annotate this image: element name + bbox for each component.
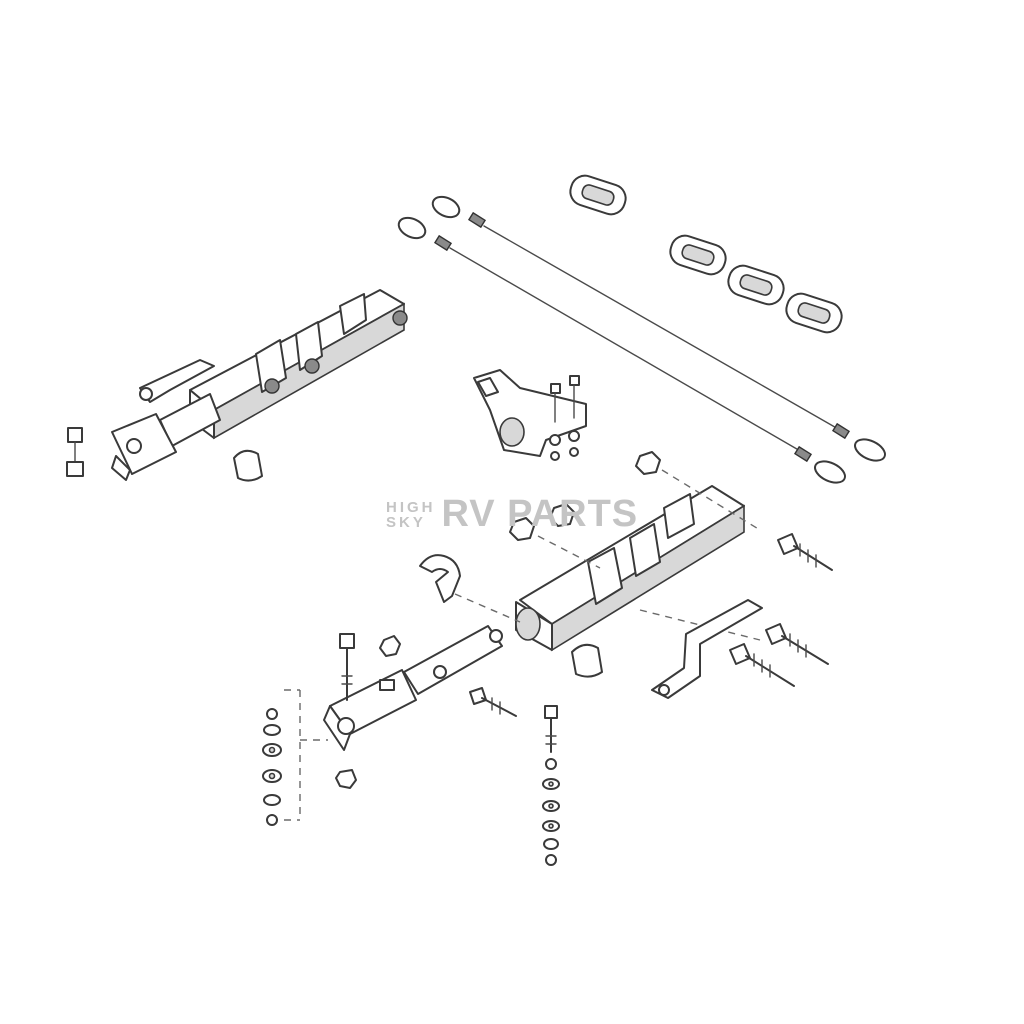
assembly-line-3	[454, 593, 521, 623]
exploded-collar-1	[587, 547, 623, 605]
clevis-slot	[379, 679, 395, 691]
angle-bracket	[651, 599, 763, 699]
long-bolt-1	[777, 533, 833, 571]
knob-2	[304, 358, 320, 374]
assembled-tow-bar	[111, 289, 408, 481]
hex-nuts-top	[509, 451, 661, 541]
assembly-line-1	[661, 469, 761, 531]
cable-loop-top-1	[431, 195, 461, 219]
inner-tube-body	[403, 625, 503, 695]
watermark-small-text: HIGH SKY	[386, 500, 436, 530]
bracket-tab	[477, 377, 499, 397]
long-bolt-2	[765, 623, 829, 665]
cable-wire-2	[449, 247, 803, 453]
hex-nut-2	[549, 503, 575, 527]
cable-loop-bottom-2	[814, 460, 846, 484]
angle-bracket-hole	[658, 684, 670, 696]
cable-loop-bottom-1	[854, 438, 886, 462]
cable-ferrule-top-1	[467, 211, 487, 229]
hardware-stack-left	[262, 689, 328, 826]
clevis-bolt	[66, 427, 84, 477]
arm-hole	[139, 387, 153, 401]
bracket-hole	[499, 417, 525, 447]
bolt-head	[67, 427, 83, 443]
cable-wire-1	[483, 225, 841, 431]
quick-link-2	[669, 234, 727, 276]
clevis-head	[111, 413, 177, 475]
long-bolts	[729, 533, 833, 687]
cable-ferrule-bottom-2	[793, 445, 813, 463]
cable-ferrule-bottom-1	[831, 422, 851, 440]
cable-ferrule-top-2	[433, 234, 453, 252]
knob-3	[392, 310, 408, 326]
clevis-hole	[126, 438, 142, 454]
quick-links	[569, 174, 843, 334]
quick-link-1	[569, 174, 627, 216]
inner-telescoping-tube	[403, 625, 503, 695]
assembly-line-2	[537, 535, 601, 569]
exploded-tow-bar	[515, 485, 745, 652]
knob-1	[264, 378, 280, 394]
small-hex-nut	[379, 635, 401, 657]
tube-collar-1	[255, 339, 287, 393]
rubber-boot-lower	[571, 643, 603, 678]
exploded-collar-2	[629, 523, 661, 577]
cable-loop-top-2	[397, 216, 427, 240]
hardware-stack-right	[542, 705, 560, 866]
clevis-lower-hole	[337, 717, 355, 735]
clevis-pin-nut	[335, 769, 357, 789]
angle-bracket-plate	[651, 599, 763, 699]
safety-cable-1	[431, 195, 886, 462]
bolt-nut	[66, 461, 84, 477]
quick-link-4	[785, 292, 843, 334]
tube-latch	[339, 293, 367, 335]
watermark-line-1: HIGH	[386, 498, 436, 516]
bracket-bolts	[549, 375, 580, 461]
tube-opening	[515, 607, 541, 641]
watermark-brand: RV PARTS	[441, 493, 639, 535]
medium-bolt	[469, 687, 517, 717]
mounting-bracket	[473, 369, 587, 457]
watermark-logo: HIGH SKY RV PARTS	[386, 493, 638, 536]
long-bolt-3	[729, 643, 795, 687]
safety-cable-2	[397, 216, 846, 484]
exploded-latch	[663, 493, 695, 539]
inner-tube-hole	[433, 665, 447, 679]
watermark-line-2: SKY	[386, 513, 426, 531]
u-clip	[419, 554, 461, 603]
lower-clevis	[323, 669, 417, 751]
hex-nut-3	[509, 517, 535, 541]
clevis-pin-bolt	[335, 633, 357, 789]
rubber-boot-upper	[233, 449, 263, 482]
quick-link-3	[727, 264, 785, 306]
clevis-ear	[111, 455, 131, 481]
inner-tube-end	[489, 629, 503, 643]
hex-nut-1	[635, 451, 661, 475]
tube-collar-2	[295, 321, 323, 371]
